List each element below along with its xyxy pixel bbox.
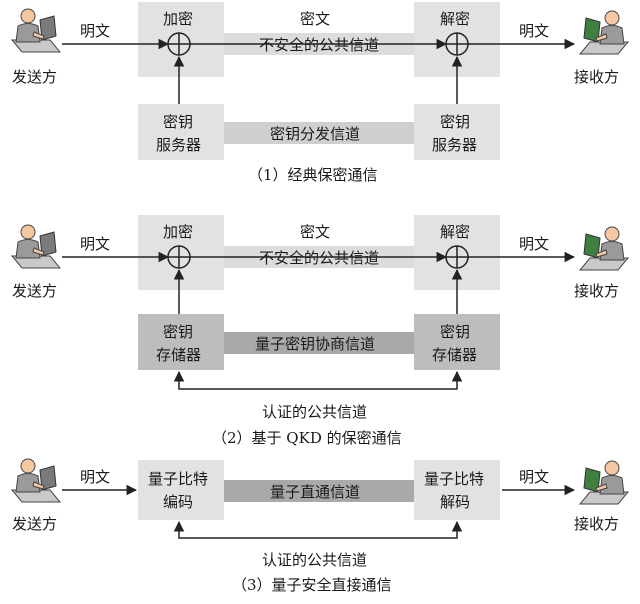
key-store-right-line1: 密钥 (440, 323, 470, 341)
plaintext-left-label: 明文 (80, 468, 110, 486)
key-store-left-line2: 存储器 (156, 346, 201, 364)
receiver-label: 接收方 (574, 282, 619, 300)
encoder-line2: 编码 (163, 493, 193, 511)
encoder-box (138, 460, 224, 520)
insecure-channel-label: 不安全的公共信道 (259, 36, 379, 54)
key-server-left-line1: 密钥 (163, 113, 193, 131)
diagram-qkd: 发送方 接收方 加密 解密 密文 不安全的公共信道 明文 明文 密钥 存储 (11, 215, 629, 447)
quantum-direct-channel-bar (224, 480, 414, 502)
caption-3: （3）量子安全直接通信 (232, 576, 392, 594)
decoder-box (414, 460, 500, 520)
key-channel-bar (224, 122, 414, 144)
key-store-left-box (138, 314, 224, 370)
insecure-channel-label: 不安全的公共信道 (259, 249, 379, 267)
diagram-classical: 发送方 接收方 加密 解密 密文 不安全的公共信道 明文 明文 密钥 服务 (11, 2, 629, 184)
auth-channel-connector (173, 520, 463, 539)
encrypt-label: 加密 (163, 10, 193, 28)
key-store-left-line1: 密钥 (163, 323, 193, 341)
receiver-computer-icon (579, 460, 629, 505)
key-store-right-line2: 存储器 (432, 346, 477, 364)
encrypt-label: 加密 (163, 223, 193, 241)
key-server-right-line2: 服务器 (432, 136, 477, 154)
key-server-left-box (138, 104, 224, 160)
encoder-line1: 量子比特 (148, 470, 208, 488)
decoder-line1: 量子比特 (424, 470, 484, 488)
key-channel-label: 密钥分发信道 (270, 125, 360, 143)
sender-computer-icon (11, 458, 61, 503)
plaintext-left-label: 明文 (80, 22, 110, 40)
key-store-right-box (414, 314, 500, 370)
ciphertext-label: 密文 (300, 10, 330, 28)
plaintext-right-label: 明文 (519, 235, 549, 253)
plaintext-left-label: 明文 (80, 235, 110, 253)
caption-2: （2）基于 QKD 的保密通信 (212, 429, 402, 447)
auth-channel-label: 认证的公共信道 (262, 403, 367, 421)
ciphertext-label: 密文 (300, 223, 330, 241)
key-server-right-line1: 密钥 (440, 113, 470, 131)
xor-icon (167, 32, 191, 56)
key-server-right-box (414, 104, 500, 160)
plaintext-right-label: 明文 (519, 22, 549, 40)
key-server-left-line2: 服务器 (156, 136, 201, 154)
receiver-computer-icon (579, 226, 629, 271)
decrypt-label: 解密 (440, 10, 470, 28)
xor-icon (167, 245, 191, 269)
diagram-qsdc: 发送方 接收方 量子比特 编码 量子比特 解码 量子直通信道 明文 明文 认证的… (11, 458, 629, 594)
sender-computer-icon (11, 8, 61, 53)
caption-1: （1）经典保密通信 (248, 166, 378, 184)
auth-channel-label: 认证的公共信道 (262, 551, 367, 569)
decrypt-label: 解密 (440, 223, 470, 241)
receiver-label: 接收方 (574, 515, 619, 533)
plaintext-right-label: 明文 (519, 468, 549, 486)
receiver-computer-icon (579, 10, 629, 55)
xor-icon (445, 245, 469, 269)
xor-icon (445, 32, 469, 56)
receiver-label: 接收方 (574, 68, 619, 86)
sender-computer-icon (11, 224, 61, 269)
quantum-key-channel-bar (224, 332, 414, 354)
decoder-line2: 解码 (440, 493, 470, 511)
sender-label: 发送方 (12, 515, 57, 533)
quantum-direct-channel-label: 量子直通信道 (270, 483, 360, 501)
sender-label: 发送方 (12, 282, 57, 300)
sender-label: 发送方 (12, 68, 57, 86)
auth-channel-connector (173, 370, 463, 390)
quantum-key-channel-label: 量子密钥协商信道 (255, 335, 375, 353)
